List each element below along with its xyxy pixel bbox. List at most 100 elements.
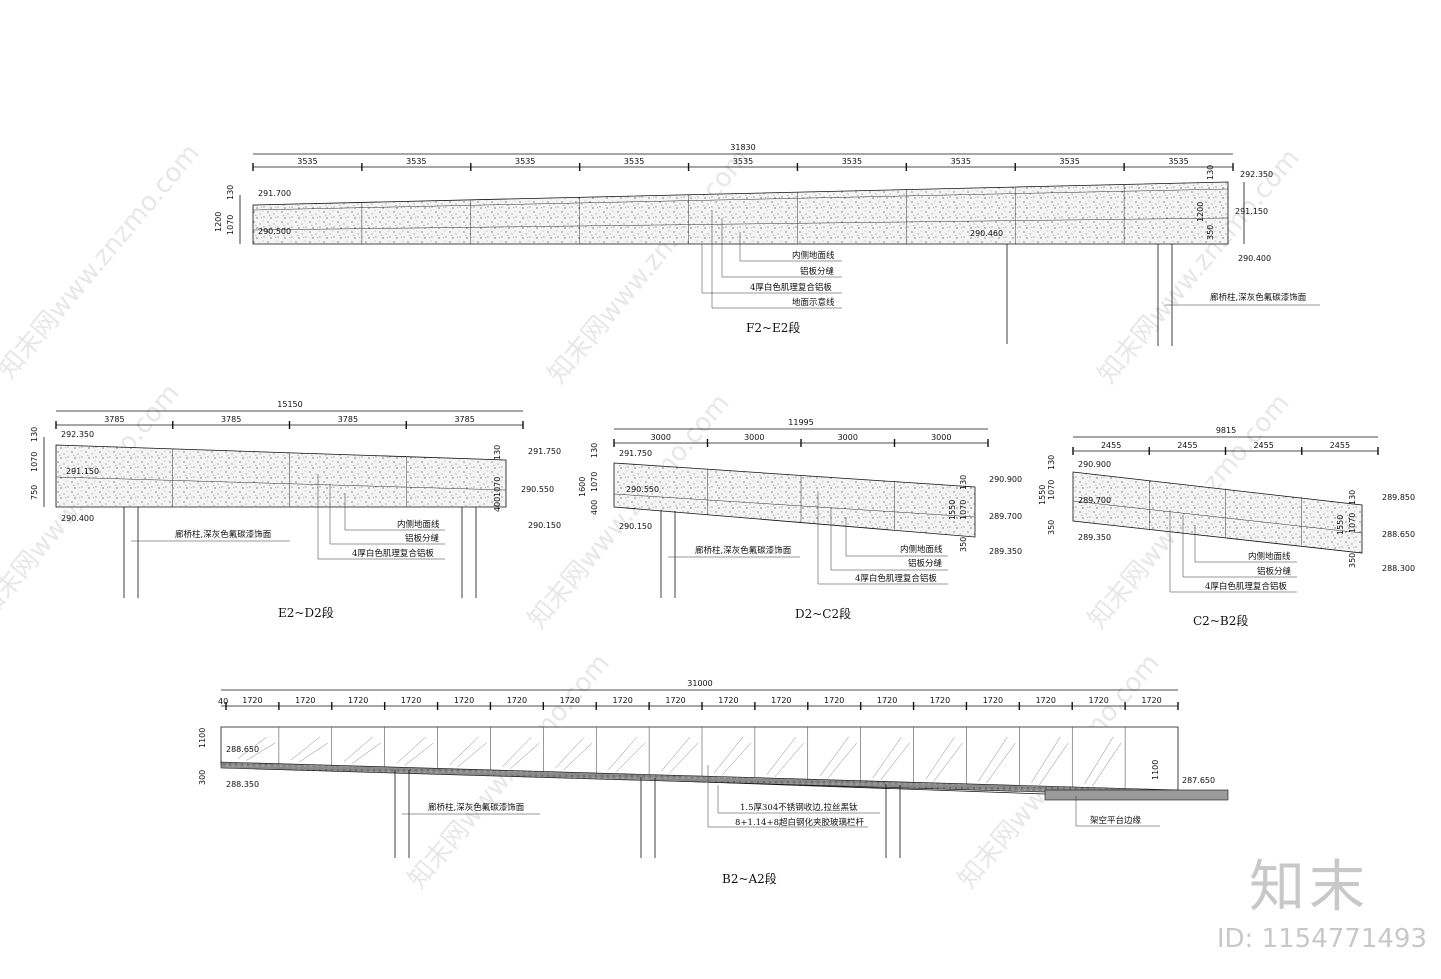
elev: 289.850 xyxy=(1382,493,1415,502)
glass-hatch xyxy=(774,742,804,777)
dim-height: 1200 xyxy=(1196,202,1205,222)
glass-hatch xyxy=(713,736,744,774)
dim-span: 3535 xyxy=(624,157,644,166)
watermark-text: 知末网www.znzmo.com xyxy=(542,143,755,389)
glass-hatch xyxy=(298,742,328,763)
dim-height: 1550 xyxy=(1038,485,1047,505)
elev: 290.900 xyxy=(1078,460,1111,469)
elev: 290.400 xyxy=(61,514,94,523)
elev: 290.400 xyxy=(1238,254,1271,263)
dim-height: 1070 xyxy=(959,500,968,520)
dim-span: 3535 xyxy=(842,157,862,166)
segment-title: D2~C2段 xyxy=(795,606,851,621)
dim-height: 300 xyxy=(198,770,207,785)
dim-height: 130 xyxy=(30,427,39,442)
dim-total: 31830 xyxy=(730,143,755,152)
dim-height: 130 xyxy=(590,443,599,458)
glass-hatch xyxy=(616,742,646,773)
dim-height: 1070 xyxy=(1047,480,1056,500)
dim-height: 750 xyxy=(30,485,39,500)
dim-span: 1720 xyxy=(771,696,791,705)
dim-height: 1550 xyxy=(948,500,957,520)
dim-span: 3785 xyxy=(454,415,474,424)
dim-height: 1550 xyxy=(1336,515,1345,535)
note: 铝板分缝 xyxy=(1257,566,1292,577)
glass-hatch xyxy=(1031,736,1061,783)
elev: 292.350 xyxy=(61,430,94,439)
glass-hatch xyxy=(404,742,434,766)
elev: 290.500 xyxy=(258,227,291,236)
dim-span: 3785 xyxy=(338,415,358,424)
elev: 290.150 xyxy=(619,522,652,531)
glass-hatch xyxy=(872,736,902,779)
elev: 287.650 xyxy=(1182,776,1215,785)
elev: 292.350 xyxy=(1240,170,1273,179)
note: 内侧地面线 xyxy=(397,519,440,530)
dim-height: 400 xyxy=(493,497,502,512)
elev: 289.350 xyxy=(1078,533,1111,542)
elev: 290.550 xyxy=(521,485,554,494)
note: 廊桥柱,深灰色氟碳漆饰面 xyxy=(695,545,792,556)
dim-height: 1200 xyxy=(214,212,223,232)
elev: 288.650 xyxy=(1382,530,1415,539)
dim-height: 130 xyxy=(1348,490,1357,505)
dim-height: 130 xyxy=(493,445,502,460)
elev: 291.750 xyxy=(528,447,561,456)
dim-total: 15150 xyxy=(277,400,302,409)
elev: 291.150 xyxy=(1235,207,1268,216)
glass-hatch xyxy=(1084,736,1114,785)
dim-span: 1720 xyxy=(1141,696,1161,705)
dim-span: 3535 xyxy=(297,157,317,166)
dim-height: 1100 xyxy=(1151,760,1160,780)
dim-span: 2455 xyxy=(1101,441,1121,450)
dim-height: 130 xyxy=(1206,165,1215,180)
segment-title: B2~A2段 xyxy=(722,871,777,886)
dim-height: 1100 xyxy=(198,728,207,748)
elev: 291.700 xyxy=(258,189,291,198)
note: 内侧地面线 xyxy=(900,544,943,555)
elev: 288.350 xyxy=(226,780,259,789)
note: 4厚白色肌理复合铝板 xyxy=(352,548,434,559)
elev: 290.900 xyxy=(989,475,1022,484)
note: 4厚白色肌理复合铝板 xyxy=(1205,581,1287,592)
segment-title: C2~B2段 xyxy=(1193,613,1248,628)
dim-height: 130 xyxy=(959,475,968,490)
dim-span: 1720 xyxy=(295,696,315,705)
dim-span: 3535 xyxy=(733,157,753,166)
dim-span: 1720 xyxy=(507,696,527,705)
dim-span: 3000 xyxy=(744,433,764,442)
glass-hatch xyxy=(449,736,479,766)
glass-hatch xyxy=(457,742,487,768)
glass-hatch xyxy=(245,742,275,761)
dim-span: 3535 xyxy=(1168,157,1188,166)
glass-hatch xyxy=(1039,742,1069,785)
dim-height: 130 xyxy=(1047,455,1056,470)
dim-span: 1720 xyxy=(1036,696,1056,705)
dim-span: 1720 xyxy=(1088,696,1108,705)
dim-height: 350 xyxy=(959,537,968,552)
dim-height: 350 xyxy=(1047,520,1056,535)
dim-height: 1070 xyxy=(493,477,502,497)
glass-hatch xyxy=(880,742,910,781)
dim-height: 130 xyxy=(226,185,235,200)
elev: 291.750 xyxy=(619,449,652,458)
dim-span: 3000 xyxy=(651,433,671,442)
glass-hatch xyxy=(563,742,593,771)
glass-hatch xyxy=(343,736,373,762)
note: 廊桥柱,深灰色氟碳漆饰面 xyxy=(1210,292,1307,303)
segment-title: F2~E2段 xyxy=(746,320,800,335)
elev: 289.700 xyxy=(989,512,1022,521)
note: 铝板分缝 xyxy=(800,266,835,277)
glass-hatch xyxy=(237,736,268,759)
dim-span: 2455 xyxy=(1330,441,1350,450)
glass-hatch xyxy=(608,736,638,771)
dim-height: 1070 xyxy=(226,215,235,235)
dim-span: 3535 xyxy=(1059,157,1079,166)
note: 1.5厚304不锈钢收边,拉丝黑钛 xyxy=(740,802,858,813)
note: 架空平台边缘 xyxy=(1090,815,1142,826)
elev: 290.150 xyxy=(528,521,561,530)
glass-hatch xyxy=(396,736,426,764)
note: 8+1.14+8超白钢化夹胶玻璃栏杆 xyxy=(735,817,864,828)
image-id-label: ID: 1154771493 xyxy=(1216,924,1427,954)
